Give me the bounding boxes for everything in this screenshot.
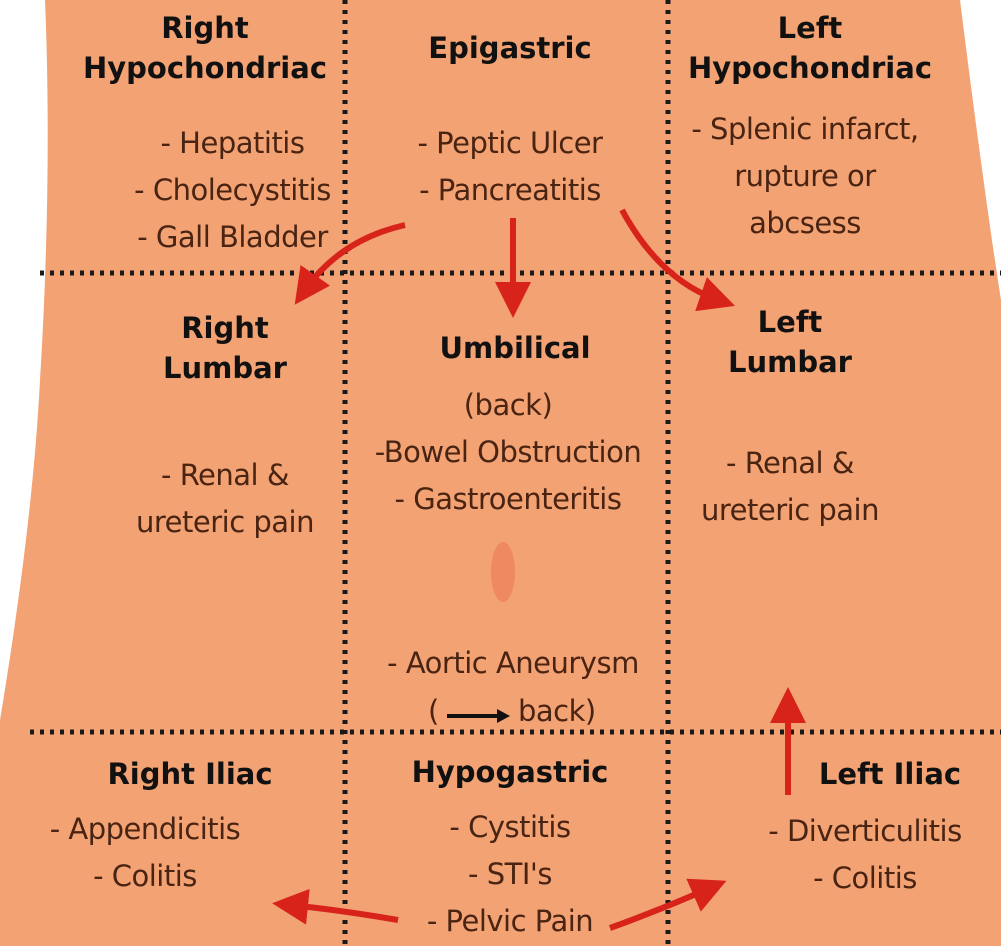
- condition-text: Right: [161, 11, 249, 45]
- region-dividers: [30, 0, 1001, 946]
- condition-text: Left: [757, 305, 823, 339]
- condition-text: - Renal &: [726, 446, 854, 480]
- condition-text: abcsess: [749, 206, 861, 240]
- condition-text: Left: [777, 11, 843, 45]
- umbilical-aortic: - Aortic Aneurysm: [348, 640, 678, 687]
- arrow-pelvic-to-right-iliac: [272, 888, 399, 925]
- condition-text: - Renal &: [161, 458, 289, 492]
- condition-text: ureteric pain: [701, 493, 879, 527]
- umbilical-conditions: (back) -Bowel Obstruction - Gastroenteriti…: [348, 382, 668, 523]
- condition-text: Lumbar: [163, 351, 287, 385]
- condition-text: (back): [463, 388, 553, 422]
- condition-text: - Cystitis: [449, 810, 571, 844]
- condition-text: Umbilical: [439, 331, 591, 365]
- epigastric-conditions: - Peptic Ulcer - Pancreatitis: [370, 120, 650, 214]
- condition-text: - Appendicitis: [49, 812, 241, 846]
- condition-text: Left Iliac: [818, 757, 962, 791]
- condition-text: - Pancreatitis: [419, 173, 601, 207]
- condition-text: Right Iliac: [107, 757, 273, 791]
- condition-text: Epigastric: [428, 31, 592, 65]
- condition-text: Right: [181, 311, 269, 345]
- condition-text: - Peptic Ulcer: [417, 126, 603, 160]
- condition-text: - Pelvic Pain: [426, 904, 594, 938]
- condition-text: rupture or: [734, 159, 876, 193]
- condition-text: Hypogastric: [411, 755, 609, 789]
- hypogastric-conditions: - Cystitis - STI's - Pelvic Pain: [370, 804, 650, 945]
- aortic-back-label: back): [518, 694, 596, 728]
- condition-text: - Aortic Aneurysm: [387, 646, 639, 680]
- region-title-umbilical: Umbilical: [360, 328, 670, 368]
- left-iliac-conditions: - Diverticulitis - Colitis: [740, 808, 990, 902]
- condition-text: - Splenic infarct,: [691, 112, 919, 146]
- arrow-pelvic-to-left-iliac: [608, 878, 727, 931]
- right-iliac-conditions: - Appendicitis - Colitis: [30, 806, 260, 900]
- condition-text: -Bowel Obstruction: [374, 435, 642, 469]
- condition-text: Hypochondriac: [82, 51, 328, 85]
- right-lumbar-conditions: - Renal & ureteric pain: [100, 452, 350, 546]
- arrow-epigastric-to-left-lumbar: [619, 208, 736, 312]
- condition-text: - STI's: [468, 857, 552, 891]
- condition-text: - Gall Bladder: [137, 220, 328, 254]
- condition-text: Lumbar: [728, 345, 852, 379]
- left-lumbar-conditions: - Renal & ureteric pain: [675, 440, 905, 534]
- navel: [491, 542, 515, 602]
- right-hypochondriac-conditions: - Hepatitis - Cholecystitis - Gall Bladder: [100, 120, 365, 261]
- condition-text: Hypochondriac: [687, 51, 933, 85]
- condition-text: ureteric pain: [136, 505, 314, 539]
- arrow-epigastric-to-right-lumbar: [294, 222, 406, 305]
- region-title-left-iliac: Left Iliac: [795, 754, 985, 794]
- condition-text: - Gastroenteritis: [394, 482, 622, 516]
- region-title-epigastric: Epigastric: [370, 28, 650, 68]
- condition-text: - Hepatitis: [160, 126, 305, 160]
- condition-text: - Diverticulitis: [768, 814, 962, 848]
- left-hypochondriac-conditions: - Splenic infarct, rupture or abcsess: [670, 106, 940, 247]
- condition-text: - Cholecystitis: [134, 173, 331, 207]
- condition-text: - Colitis: [93, 859, 197, 893]
- condition-text: - Colitis: [813, 861, 917, 895]
- region-title-right-iliac: Right Iliac: [60, 754, 320, 794]
- region-title-hypogastric: Hypogastric: [370, 752, 650, 792]
